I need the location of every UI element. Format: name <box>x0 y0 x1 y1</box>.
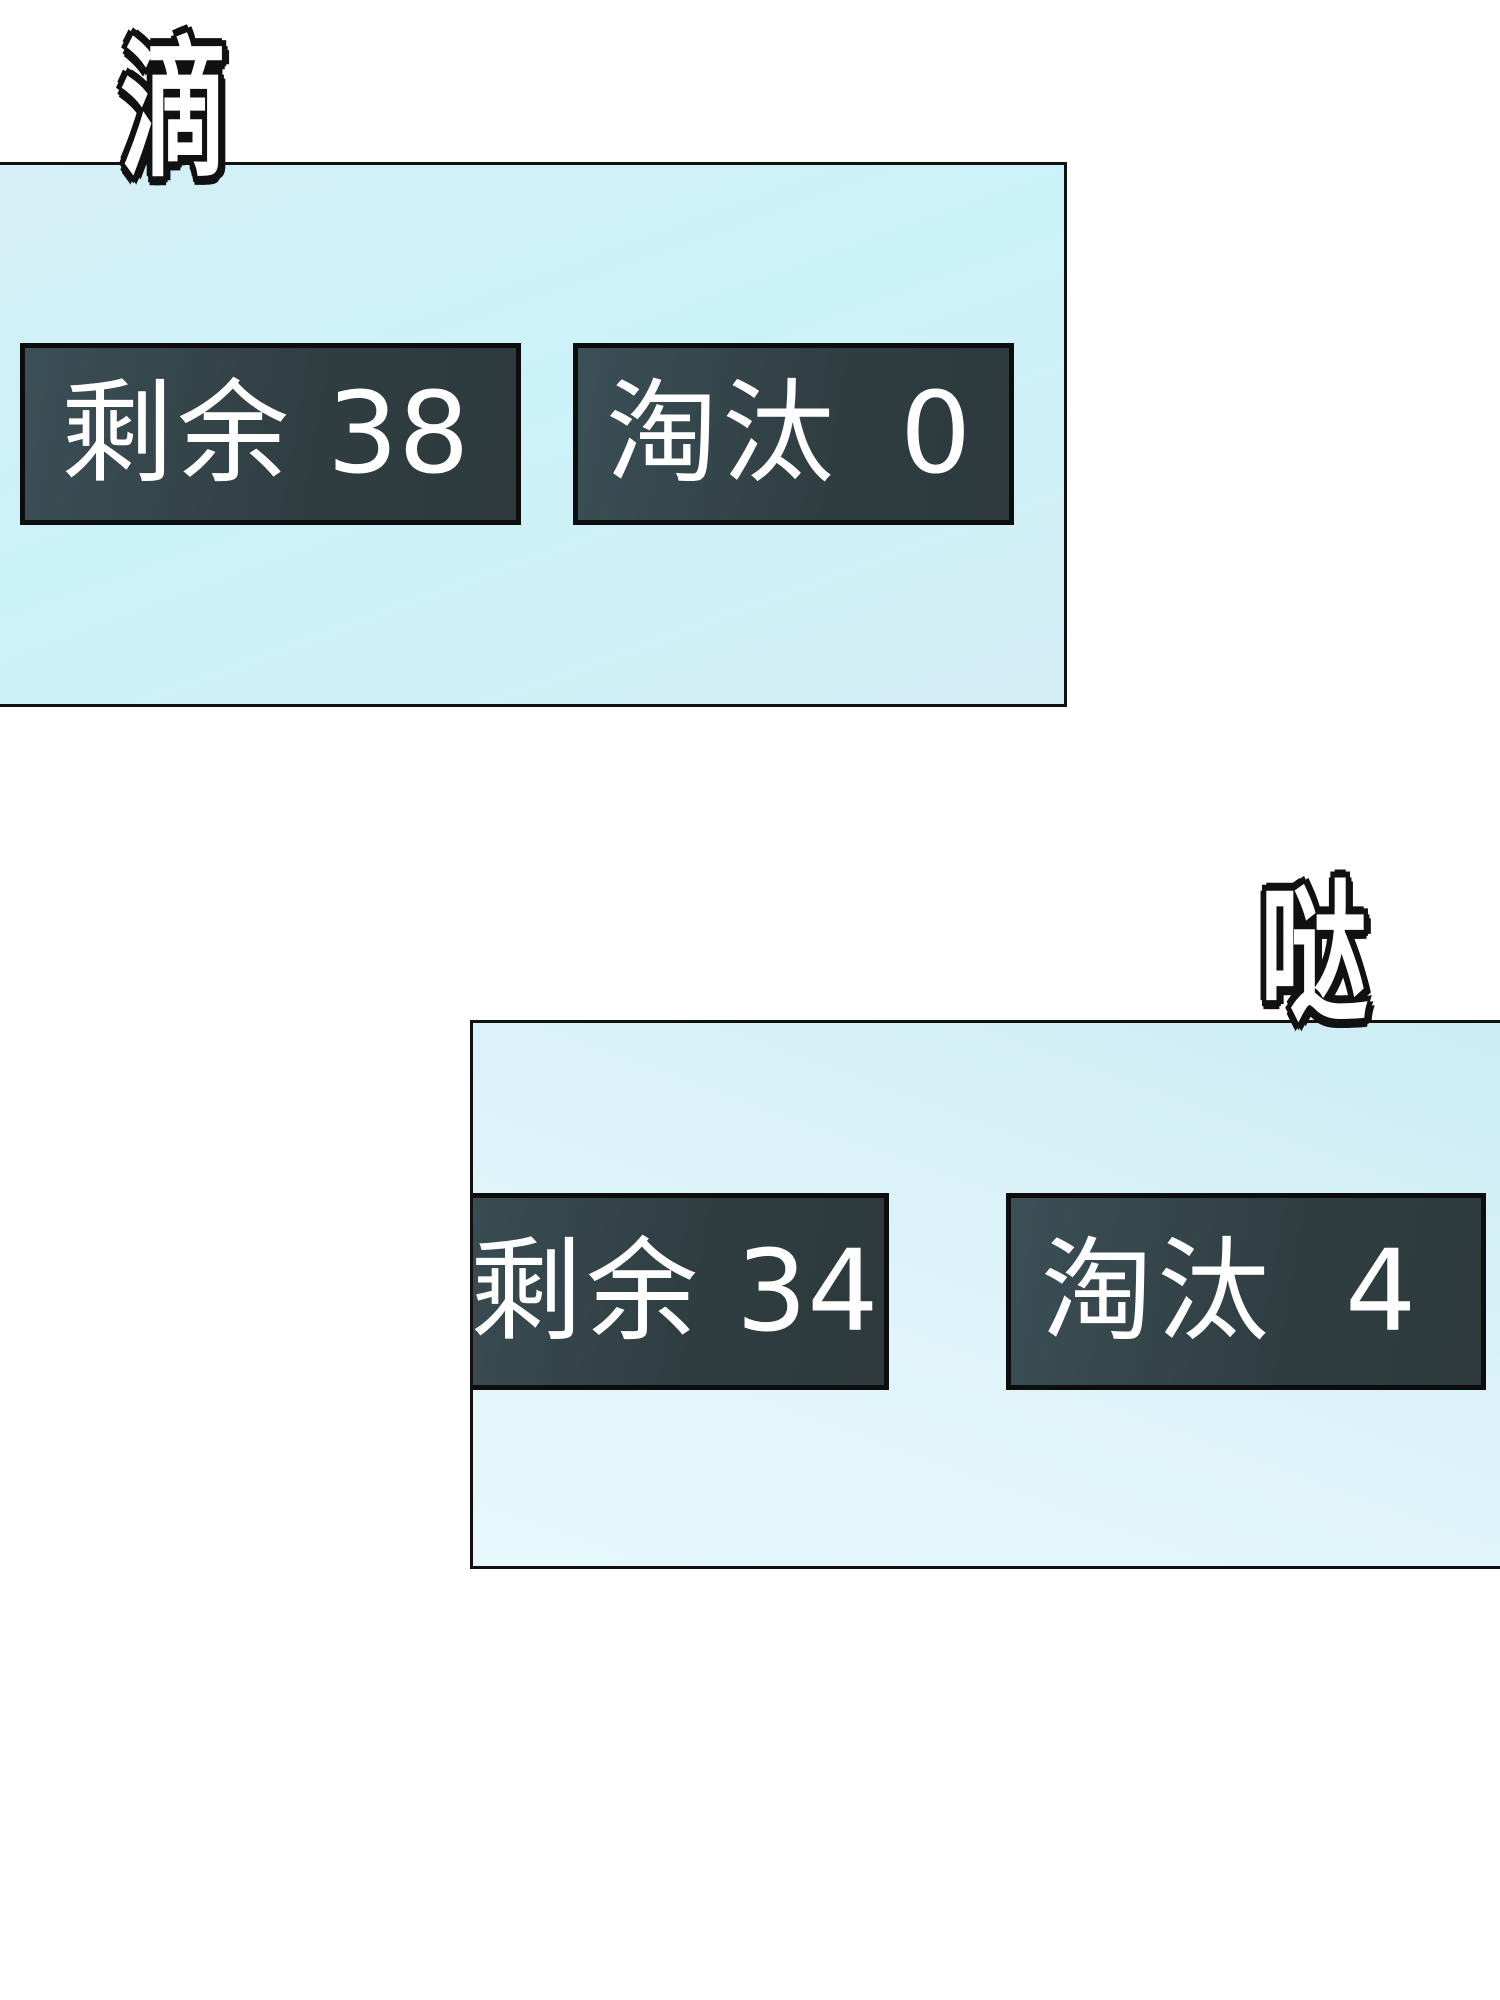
sound-effect-da: 哒 <box>1260 868 1369 1042</box>
eliminated-counter: 淘汰 4 <box>1006 1193 1486 1390</box>
eliminated-label: 淘汰 <box>1041 1226 1273 1357</box>
scoreboard-panel-top: 剩余 38 淘汰 0 <box>0 162 1067 707</box>
remaining-label: 剩余 <box>61 369 293 499</box>
sound-effect-di: 滴 <box>120 24 229 198</box>
eliminated-value: 0 <box>900 369 972 499</box>
eliminated-counter: 淘汰 0 <box>573 343 1014 525</box>
remaining-value: 34 <box>736 1226 879 1357</box>
remaining-counter: 剩余 38 <box>20 343 521 525</box>
eliminated-value: 4 <box>1345 1226 1417 1357</box>
eliminated-label: 淘汰 <box>606 369 838 499</box>
remaining-label: 剩余 <box>470 1226 702 1357</box>
remaining-value: 38 <box>327 369 470 499</box>
remaining-counter: 剩余 34 <box>470 1193 889 1390</box>
scoreboard-panel-bottom: 剩余 34 淘汰 4 <box>470 1020 1500 1569</box>
